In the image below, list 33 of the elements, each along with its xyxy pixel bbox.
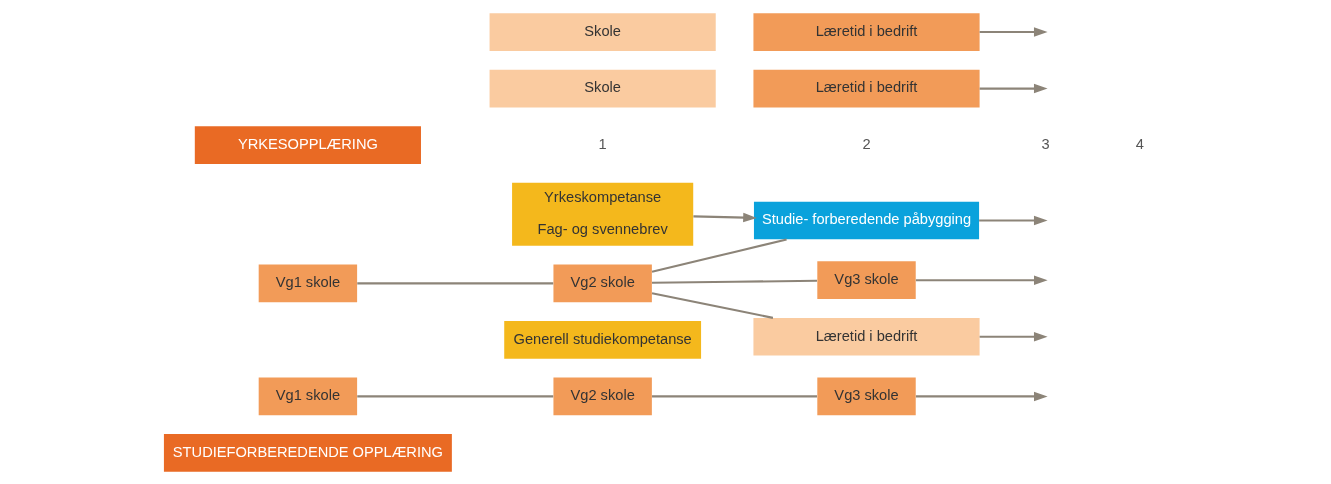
- node-box: Vg2 skole: [552, 377, 652, 415]
- node-box: Læretid i bedrift: [752, 69, 980, 107]
- label: 1: [598, 135, 607, 152]
- node-box: Læretid i bedrift: [752, 317, 980, 356]
- label: 2: [861, 135, 871, 152]
- connector: [651, 279, 817, 284]
- connector: [651, 394, 817, 397]
- node-box: Skole: [489, 69, 716, 107]
- label: 4: [1135, 135, 1144, 152]
- connector: [356, 281, 553, 284]
- node-box: Vg1 skole: [258, 377, 357, 415]
- node-box: Skole: [489, 12, 716, 51]
- arrow: [979, 26, 1048, 37]
- arrow: [915, 274, 1048, 285]
- node-box: Læretid i bedrift: [752, 12, 980, 51]
- arrow: [915, 391, 1048, 401]
- arrow: [979, 83, 1048, 93]
- node-box: Vg1 skole: [258, 264, 357, 302]
- label: 3: [1040, 135, 1050, 152]
- node-box: YRKESOPPLÆRING: [194, 125, 421, 164]
- node-box: Generell studiekompetanse: [503, 320, 701, 359]
- connector: [651, 291, 773, 319]
- node-box: STUDIEFORBEREDENDE OPPLÆRING: [163, 433, 452, 472]
- connector: [356, 394, 553, 397]
- node-box: Studie- forberedende påbygging: [753, 201, 979, 239]
- node-box: Yrkeskompetanse Fag- og svennebrev: [511, 182, 693, 246]
- connector: [651, 237, 787, 273]
- arrow: [692, 212, 757, 222]
- node-box: Vg2 skole: [552, 264, 652, 302]
- arrow: [979, 331, 1048, 341]
- arrow: [978, 215, 1048, 225]
- node-box: Vg3 skole: [816, 260, 916, 299]
- node-box: Vg3 skole: [816, 377, 916, 415]
